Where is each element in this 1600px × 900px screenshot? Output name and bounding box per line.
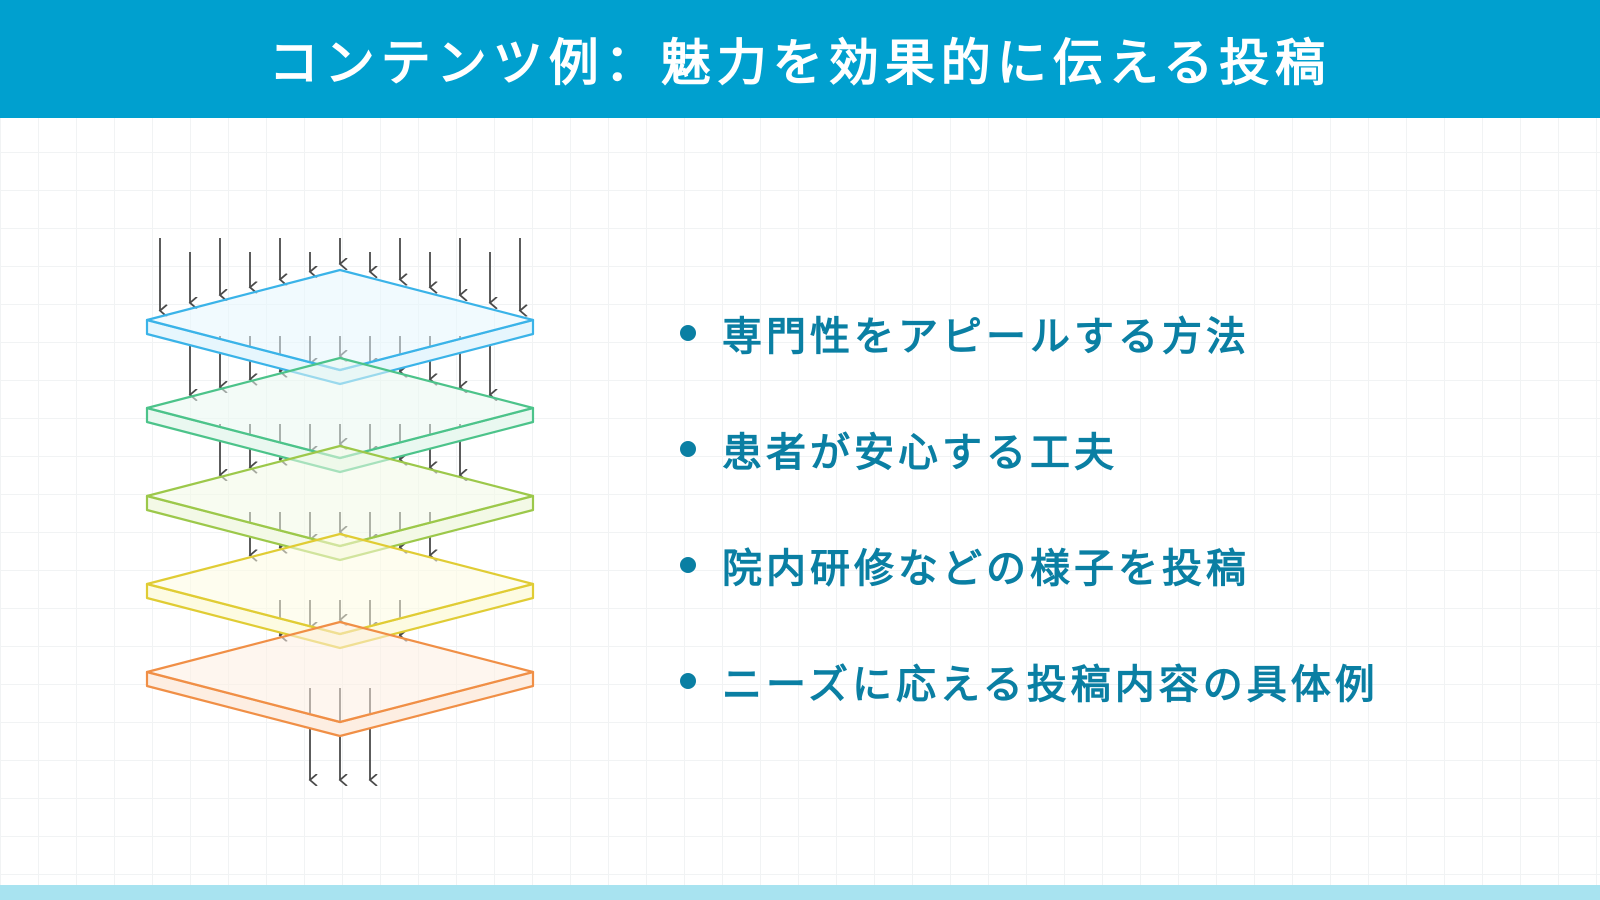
layer-surface: [145, 356, 535, 460]
page-title: コンテンツ例：魅力を効果的に伝える投稿: [268, 34, 1332, 92]
layered-filter-diagram: [145, 238, 535, 820]
bullet-dot-icon: [680, 441, 696, 457]
layer-surface: [145, 620, 535, 724]
bullet-text: ニーズに応える投稿内容の具体例: [722, 662, 1379, 708]
bullet-dot-icon: [680, 673, 696, 689]
header-bar: コンテンツ例：魅力を効果的に伝える投稿: [0, 0, 1600, 118]
layer-surface: [145, 268, 535, 372]
layer-surface: [145, 444, 535, 548]
bullet-list: 専門性をアピールする方法 患者が安心する工夫 院内研修などの様子を投稿 ニーズに…: [680, 300, 1580, 764]
bullet-item-reassurance: 患者が安心する工夫: [680, 416, 1580, 482]
bullet-text: 専門性をアピールする方法: [722, 314, 1250, 360]
bullet-text: 院内研修などの様子を投稿: [722, 546, 1250, 592]
filter-layer-5: [145, 620, 535, 738]
bottom-accent-strip: [0, 885, 1600, 900]
bullet-item-needs: ニーズに応える投稿内容の具体例: [680, 648, 1580, 714]
bullet-text: 患者が安心する工夫: [722, 430, 1118, 476]
layer-surface: [145, 532, 535, 636]
bullet-item-training: 院内研修などの様子を投稿: [680, 532, 1580, 598]
bullet-dot-icon: [680, 325, 696, 341]
bullet-item-expertise: 専門性をアピールする方法: [680, 300, 1580, 366]
bullet-dot-icon: [680, 557, 696, 573]
